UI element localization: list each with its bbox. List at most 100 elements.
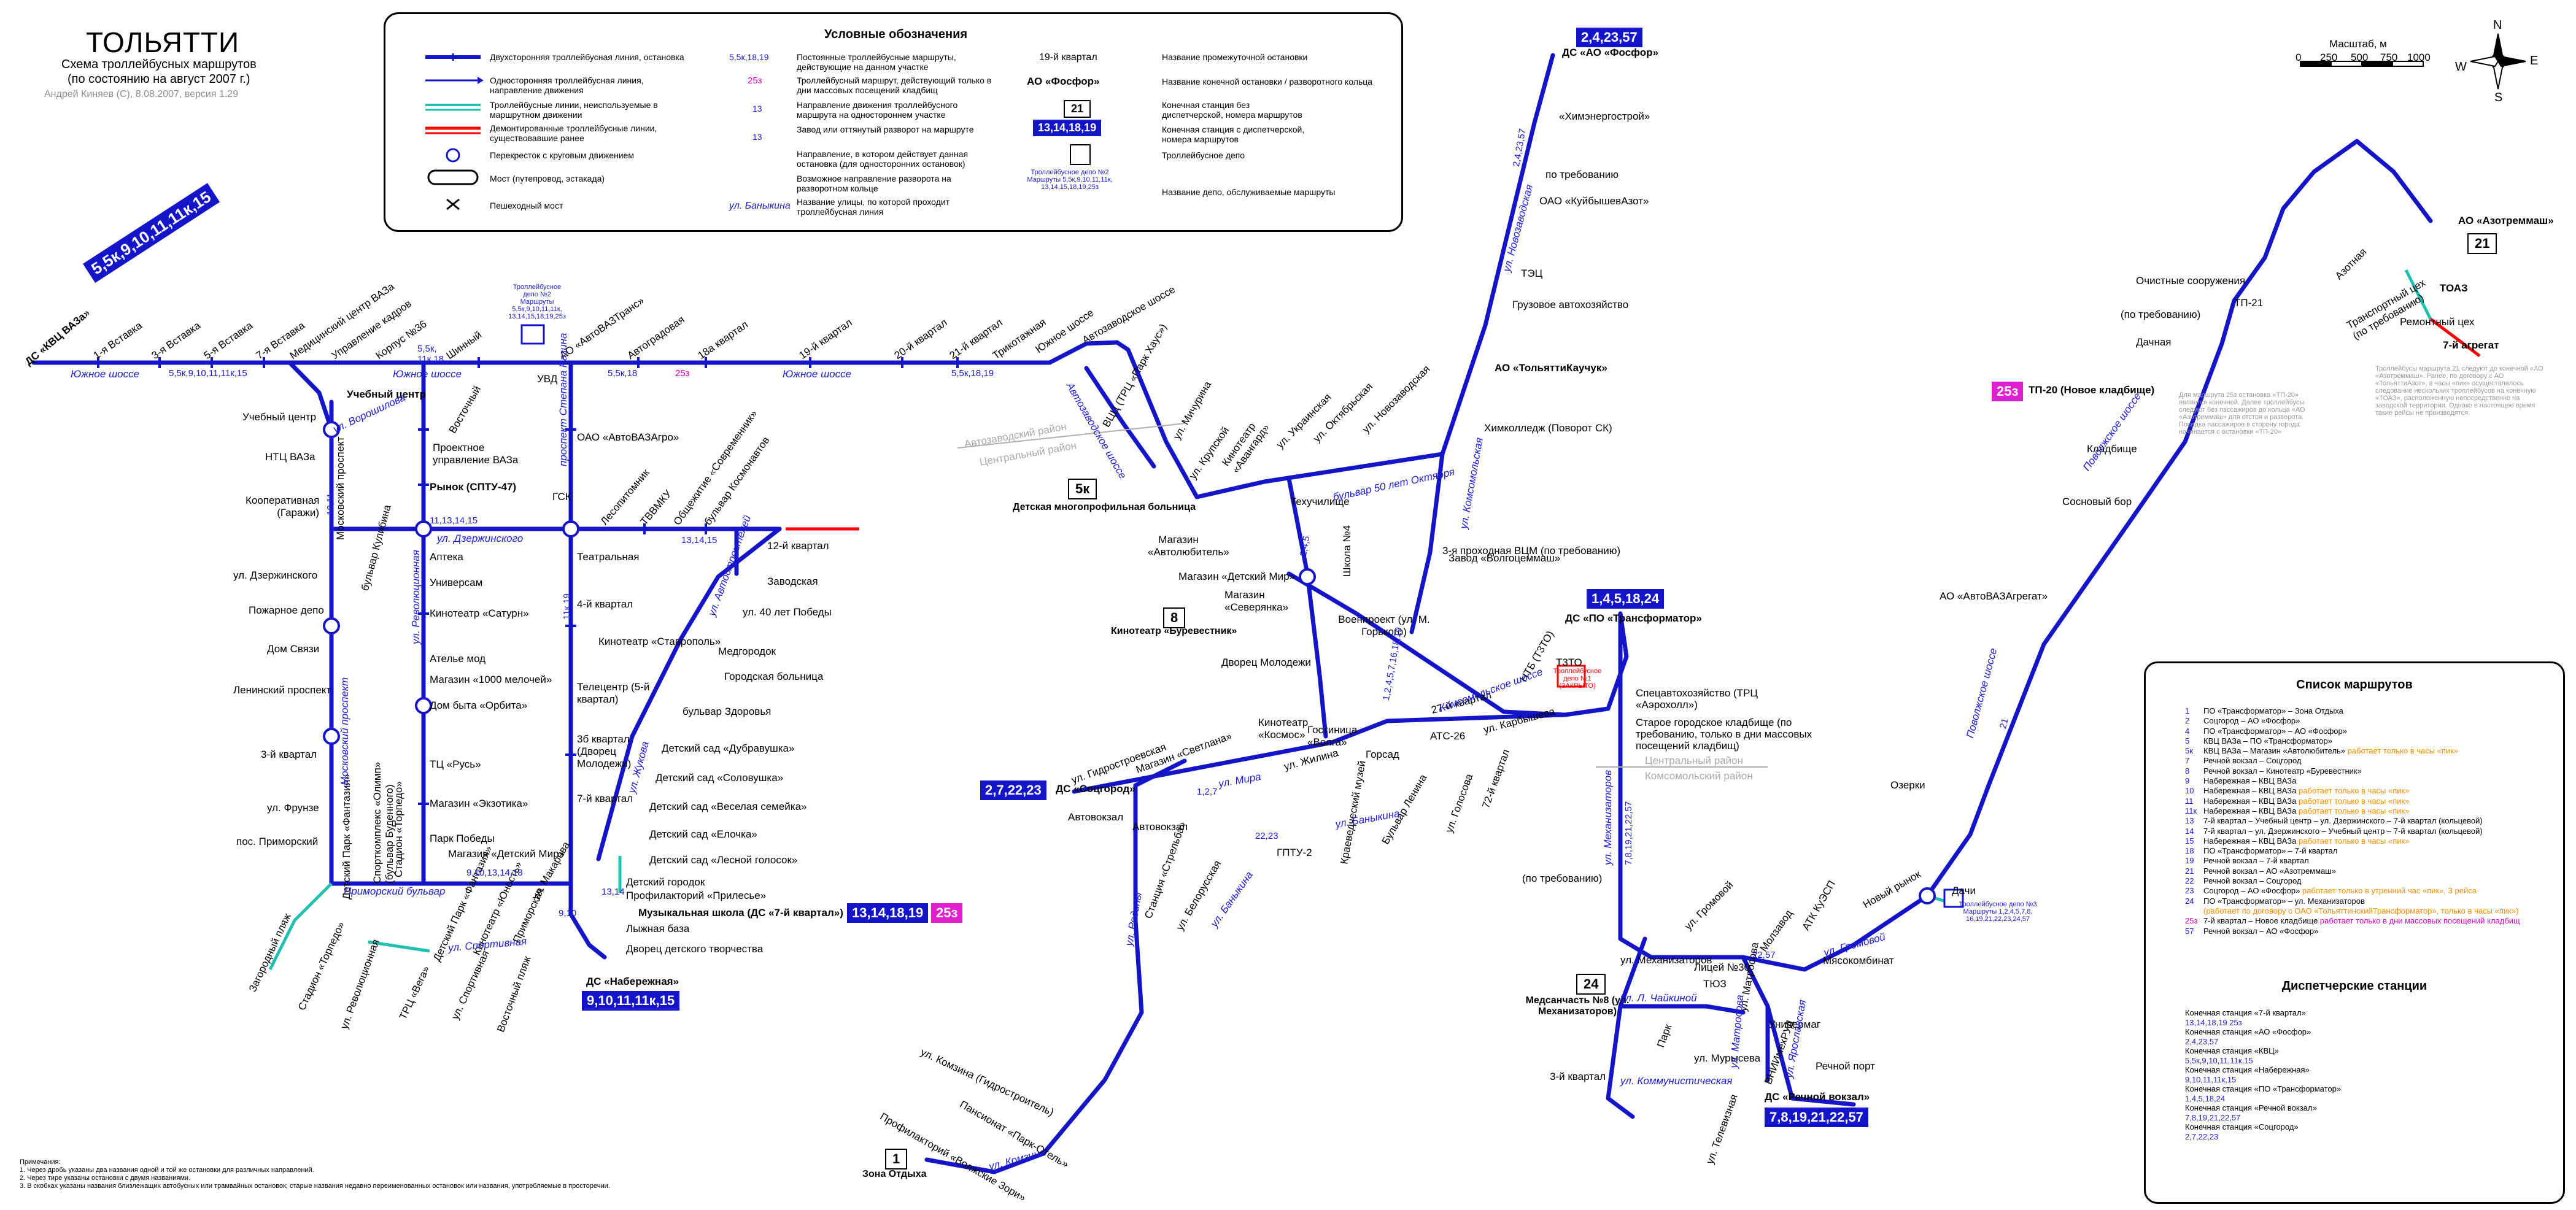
stop-label: Грузовое автохозяйство: [1512, 299, 1629, 310]
stop-label: Медгородок: [718, 645, 776, 657]
dispatch-routes: 13,14,18,19 25з: [2185, 1017, 2242, 1027]
terminal-tp20-25z: 25з: [1992, 382, 2024, 401]
roundabout: [415, 697, 432, 714]
stop-label: Аптека: [430, 551, 463, 563]
stop-label: Химколледж (Поворот СК): [1484, 422, 1612, 434]
stop-label: Детский сад «Соловушка»: [656, 772, 784, 784]
dispatch-heading: Диспетчерские станции: [2281, 979, 2427, 993]
stop-toaz: ТОАЗ: [2440, 282, 2468, 294]
stop-label: Кладбище: [2087, 443, 2137, 455]
stop-label: ул. 40 лет Победы: [743, 606, 832, 618]
line-mekhanizatorov: [1618, 611, 1746, 960]
map-author: Андрей Киняев (С), 8.08.2007, версия 1.2…: [44, 89, 239, 99]
stop-label: Речной порт: [1816, 1060, 1875, 1072]
compass-w: W: [2455, 60, 2467, 74]
terminal-transformator-routes: 1,4,5,18,24: [1587, 589, 1665, 609]
route-label: 13,14: [601, 887, 625, 897]
note-azot: Троллейбусы маршрута 21 следуют до конеч…: [2375, 365, 2543, 417]
stop-label: 7-й квартал: [577, 793, 633, 804]
line-kommun: [1606, 936, 1647, 1119]
terminal-tp20-name: ТП-20 (Новое кладбище): [2029, 384, 2155, 396]
depot-3-icon: [1943, 888, 1964, 908]
stop-label: Детский городок: [626, 876, 705, 888]
dispatch-routes: 1,4,5,18,24: [2185, 1093, 2226, 1103]
stop-label: Дачи: [1952, 885, 1976, 896]
stop-label: АТС-26: [1430, 730, 1466, 742]
stop-label: Кинотеатр «Ставрополь»: [598, 636, 721, 647]
dispatch-routes: 7,8,19,21,22,57: [2185, 1112, 2241, 1122]
line-to-azot: [2232, 139, 2433, 303]
stop-label: 3-й квартал: [1550, 1071, 1606, 1082]
stop-label: АО «АвтоВАЗАгрегат»: [1940, 590, 2048, 602]
depot-1-label: Троллейбусное депо №1 (ЗАКРЫТО): [1553, 668, 1602, 690]
dispatch-list: Конечная станция «7-й квартал»13,14,18,1…: [2185, 1008, 2341, 1141]
street-label: Московский проспект: [339, 677, 350, 785]
depot-2-label: Троллейбусное депо №2 Маршруты 5,5к,9,10…: [508, 283, 566, 320]
stop-ucheb: Учебный центр: [347, 388, 427, 400]
stop-label: Заводская: [767, 576, 818, 587]
scale-tick: 750: [2380, 52, 2398, 63]
scale-label: Масштаб, м: [2329, 38, 2387, 50]
roundabout: [323, 421, 340, 438]
stop-label: Детский сад «Елочка»: [649, 828, 757, 840]
stop-label: Пожарное депо: [249, 604, 324, 616]
street-label: ул. Л. Чайкиной: [1620, 992, 1697, 1004]
route-label: 5,5к, 11к,18: [417, 344, 444, 364]
terminal-rechnoy-routes: 7,8,19,21,22,57: [1765, 1108, 1868, 1127]
district-label: Комсомольский район: [1645, 770, 1753, 782]
legend: Условные обозначения Двухсторонняя тролл…: [384, 12, 1403, 232]
route-label: 22,57: [1752, 950, 1776, 960]
stop-label: Проектное управление ВАЗа: [433, 442, 519, 466]
stop-label: Магазин «Детский Мир»: [448, 848, 565, 860]
stop-label: Детский сад «Веселая семейка»: [649, 801, 807, 812]
roundabout: [1919, 887, 1936, 904]
terminal-kin-num: 5к: [1068, 479, 1097, 499]
stop-label: Телецентр (5-й квартал): [577, 681, 650, 705]
stop-label: Техучилище: [1290, 496, 1350, 507]
route-label: 22,23: [1255, 831, 1278, 841]
stop-agregat: 7-й агрегат: [2443, 339, 2499, 351]
roundabout: [323, 728, 340, 745]
stop-label: 3-й квартал: [261, 749, 317, 760]
map-title: ТОЛЬЯТТИ: [86, 26, 240, 58]
terminal-rechnoy-name: ДС «Речной вокзал»: [1765, 1091, 1870, 1103]
terminal-otdyh-name: Зона Отдыха: [862, 1169, 927, 1179]
stop-label: Магазин «1000 мелочей»: [430, 674, 552, 685]
stop-label: Стадион «Торпедо»: [393, 781, 404, 877]
stop-label: Кинотеатр «Космос»: [1258, 717, 1309, 741]
terminal-transformator-name: ДС «ПО «Трансформатор»: [1565, 612, 1702, 624]
line-avtozavodskoe-south: [1084, 366, 1156, 469]
dispatch-routes: 2,7,22,23: [2185, 1131, 2219, 1141]
line-unused-zagorodny: [268, 882, 333, 971]
footnote: 3. В скобках указаны названия близлежащи…: [20, 1182, 610, 1190]
dispatch-station: Конечная станция «КВЦ»: [2185, 1046, 2280, 1055]
stop-label: НТЦ ВАЗа: [265, 451, 315, 463]
terminal-med-name: Медсанчасть №8 (ул. Механизаторов): [1525, 995, 1630, 1017]
stop-label: Ателье мод: [430, 653, 486, 665]
stop-label: «Химэнергострой»: [1559, 110, 1650, 122]
stop-label: ОАО «АвтоВАЗАгро»: [577, 431, 679, 443]
footnote: 1. Через дробь указаны два названия одно…: [20, 1166, 314, 1174]
terminal-7kv-25z: 25з: [931, 903, 963, 923]
dispatch-station: Конечная станция «Соцгород»: [2185, 1122, 2299, 1131]
scale-bar: [2300, 61, 2424, 67]
map-date: (по состоянию на август 2007 г.): [68, 72, 250, 86]
line-povolzhskoe: [1888, 298, 2237, 923]
terminal-sotsgorod-routes: 2,7,22,23: [980, 780, 1046, 800]
street-label: Южное шоссе: [393, 368, 462, 380]
stop-label: Универсам: [430, 577, 483, 588]
stop-label: Дом Связи: [267, 643, 320, 655]
stop-label: 4-й квартал: [577, 598, 633, 610]
street-label: ул. Коммунистическая: [1620, 1075, 1733, 1087]
